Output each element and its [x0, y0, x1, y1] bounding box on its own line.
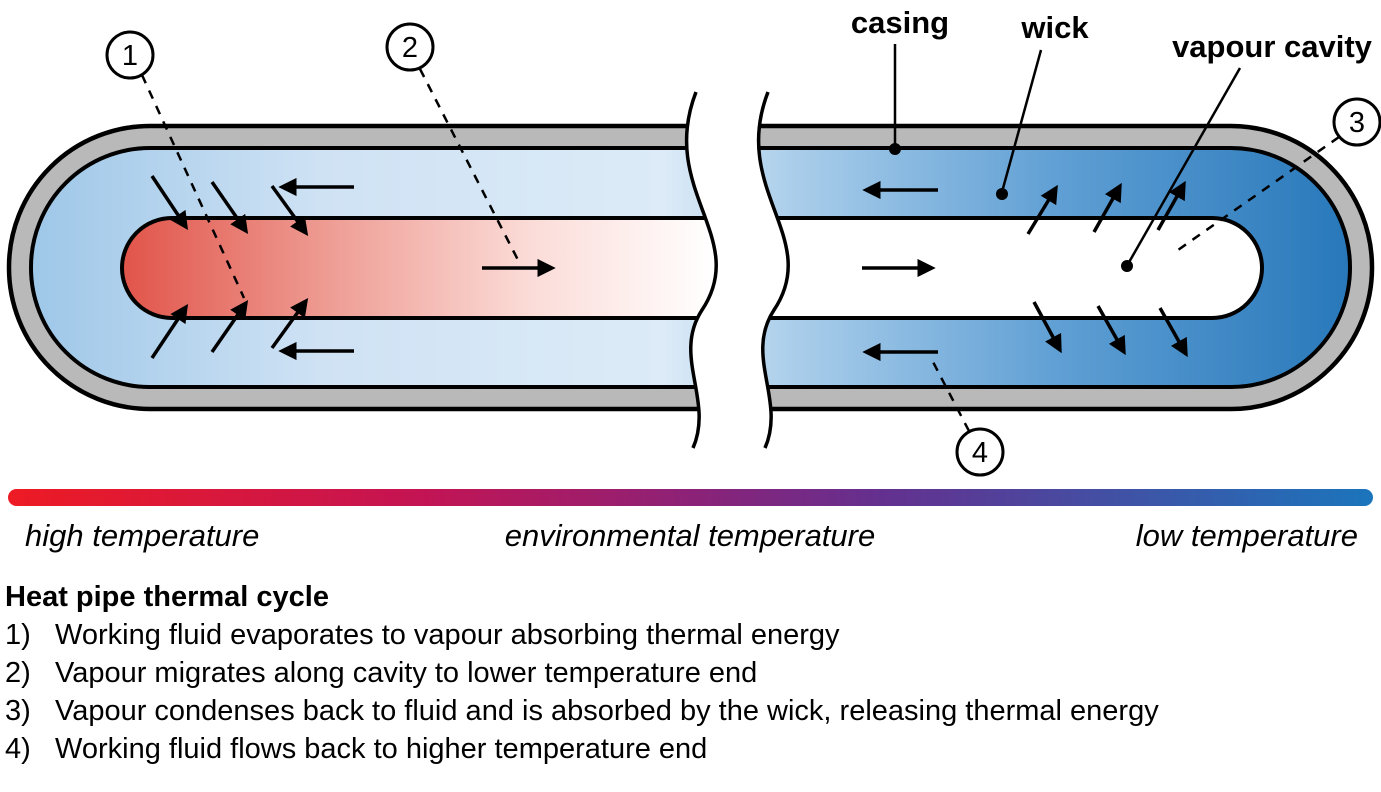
casing-leader-dot [889, 143, 901, 155]
legend-item-number: 4) [5, 733, 31, 765]
callout-4-number: 4 [972, 437, 988, 469]
low-temperature-label: low temperature [1136, 518, 1358, 553]
vapour-cavity-label: vapour cavity [1172, 29, 1373, 64]
evaporation-arrows [150, 175, 309, 359]
callout-3-number: 3 [1349, 107, 1365, 139]
pipe-break [684, 91, 790, 449]
part-labels: casing wick vapour cavity [851, 5, 1373, 272]
condensation-arrows [1026, 180, 1188, 358]
condensation-arrow [1096, 305, 1126, 356]
liquid-return-arrows [278, 177, 938, 362]
legend-item-number: 3) [5, 695, 31, 727]
condensation-arrow [1156, 180, 1186, 231]
legend-item-number: 2) [5, 657, 31, 689]
vapour-cavity [120, 216, 1264, 320]
legend-item-number: 1) [5, 619, 31, 651]
callout-2-number: 2 [402, 32, 418, 64]
environmental-temperature-label: environmental temperature [505, 518, 875, 553]
legend-item-2: 2) Vapour migrates along cavity to lower… [5, 654, 1375, 692]
condensation-arrow [1026, 184, 1058, 235]
legend: Heat pipe thermal cycle 1) Working fluid… [5, 578, 1375, 768]
callout-3-circle [1332, 97, 1381, 147]
callout-1-number: 1 [122, 40, 138, 72]
wick-leader-line [1000, 49, 1043, 193]
legend-item-text: Working fluid flows back to higher tempe… [55, 733, 708, 765]
heat-pipe-diagram: casing wick vapour cavity 1 2 3 4 [6, 5, 1381, 553]
evaporation-arrow [270, 184, 309, 236]
wick-label: wick [1020, 10, 1089, 45]
temperature-gradient-bar [8, 489, 1373, 506]
legend-item-text: Working fluid evaporates to vapour absor… [55, 619, 840, 651]
casing-label: casing [851, 5, 949, 40]
legend-title: Heat pipe thermal cycle [5, 581, 329, 613]
evaporation-arrow [210, 181, 249, 234]
evaporation-arrow [210, 300, 249, 353]
legend-item-text: Vapour condenses back to fluid and is ab… [55, 695, 1159, 727]
pipe-break-line-left [684, 91, 718, 449]
vapour-cavity-leader-line [1126, 67, 1242, 265]
legend-item-1: 1) Working fluid evaporates to vapour ab… [5, 616, 1375, 654]
callout-1-circle [105, 30, 155, 80]
condensation-arrow [1032, 301, 1062, 354]
wick-leader-dot [996, 188, 1008, 200]
vapour-cavity-leader-dot [1121, 260, 1133, 272]
pipe-break-line-right [756, 91, 790, 449]
legend-item-4: 4) Working fluid flows back to higher te… [5, 730, 1375, 768]
flow-arrows [150, 175, 1188, 362]
pipe [6, 123, 1375, 412]
condensation-arrow [1158, 307, 1188, 358]
callout-2-line [418, 68, 520, 261]
callouts: 1 2 3 4 [105, 22, 1381, 477]
high-temperature-label: high temperature [25, 518, 259, 553]
callout-4-circle [955, 427, 1005, 477]
legend-item-3: 3) Vapour condenses back to fluid and is… [5, 692, 1375, 730]
evaporation-arrow [150, 175, 189, 231]
callout-4-line [930, 359, 971, 432]
callout-1-line [140, 74, 246, 299]
evaporation-arrow [150, 303, 189, 359]
legend-item-text: Vapour migrates along cavity to lower te… [55, 657, 758, 689]
callout-2-circle [385, 22, 435, 72]
temperature-scale: high temperature environmental temperatu… [8, 489, 1373, 553]
evaporation-arrow [270, 298, 309, 350]
condensation-arrow [1092, 182, 1122, 233]
